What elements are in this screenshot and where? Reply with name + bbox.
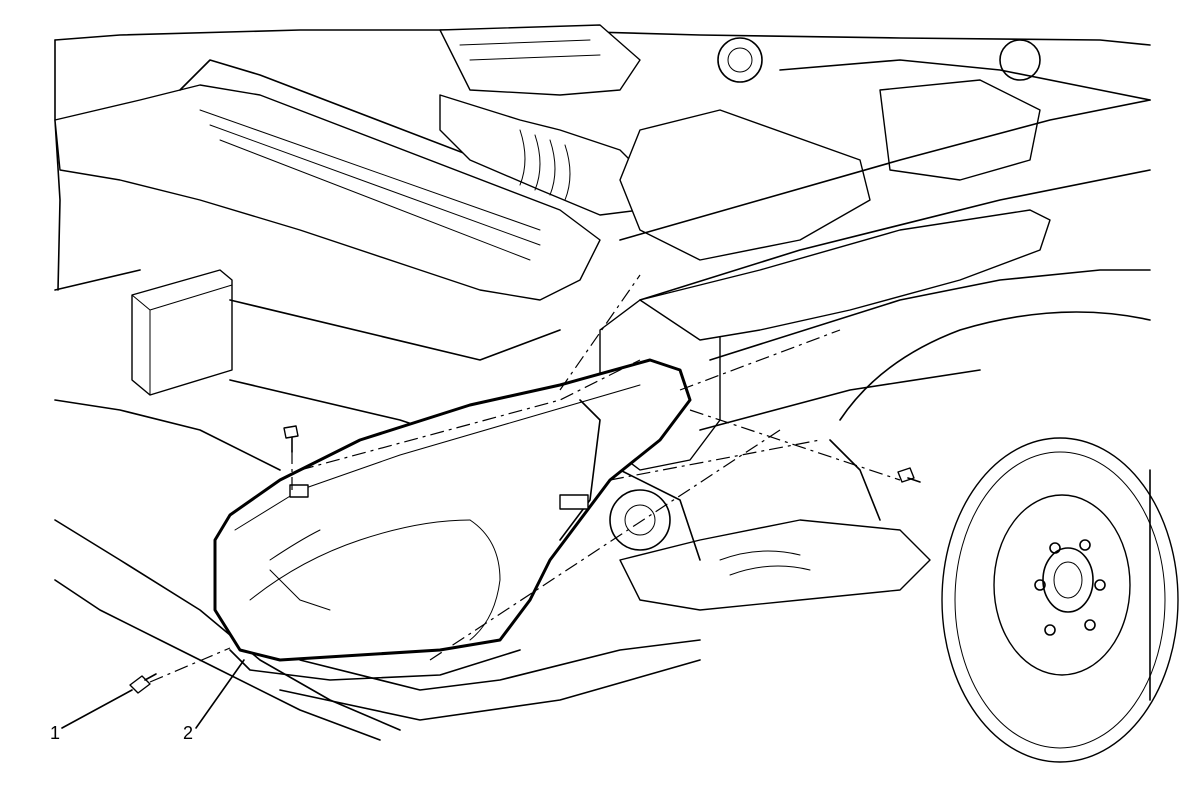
brake-rotor-hub — [941, 437, 1179, 763]
bolt-upper — [283, 425, 299, 453]
alignment-lines — [149, 274, 901, 683]
fender — [639, 209, 1151, 521]
callout-1-label: 1 — [50, 723, 61, 743]
callout-2-label: 2 — [183, 723, 194, 743]
fasteners — [129, 425, 921, 694]
engine-bay — [54, 24, 1151, 741]
leader-lines — [61, 659, 245, 729]
bolt-lower — [129, 673, 157, 694]
headlamp-assembly — [213, 358, 692, 681]
bolt-fender — [897, 467, 921, 483]
